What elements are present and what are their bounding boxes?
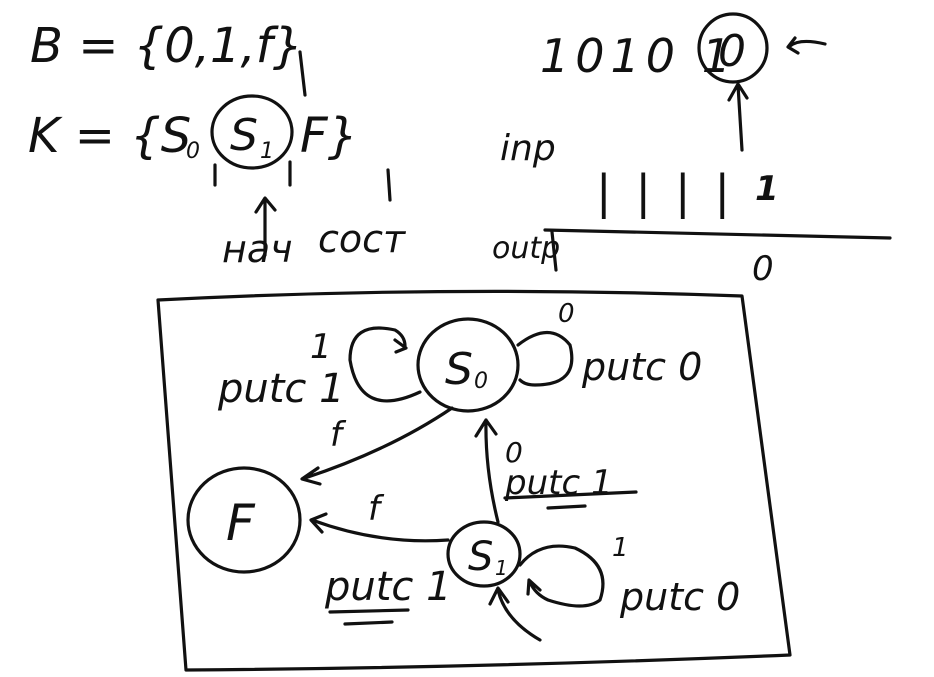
edge-s1-self-loop [518, 544, 605, 608]
edge-s1-s0-input: 0 [505, 436, 523, 469]
edge-s0-to-f [300, 406, 454, 486]
edge-s0-self-loop-0 [516, 331, 574, 387]
tape-head-circle [697, 12, 769, 84]
set-k-underline-ticks [213, 160, 392, 202]
set-k-s1-subscript: 1 [260, 139, 274, 164]
edge-s0-self-loop-1 [348, 326, 422, 403]
set-k-s1-text: S [230, 110, 258, 161]
state-s0-circle [416, 317, 520, 413]
input-one: 1 [755, 169, 779, 209]
state-s1-circle [446, 520, 522, 588]
state-f-circle [186, 466, 302, 574]
set-k-end-text: F} [300, 108, 358, 164]
state-s1-subscript: 1 [495, 556, 508, 580]
tape-divider-line [543, 228, 892, 240]
initial-state-arrow [254, 196, 277, 257]
diagram-frame [156, 289, 792, 672]
edge-s1-to-s0 [474, 418, 500, 524]
edge-s0-f-input: f [330, 415, 347, 455]
edge-s1-to-f [309, 512, 450, 543]
output-zero: 0 [752, 249, 774, 289]
edge-s1-s0-underline [503, 490, 638, 510]
set-k-text: K = {S [28, 108, 191, 164]
edge-s0-self0-input: 0 [558, 299, 575, 329]
edge-s0-self0-action: putc 0 [581, 345, 702, 389]
tape-pointer-arrow [786, 36, 827, 55]
state-s1-label: S [468, 534, 493, 580]
edge-s1-f-input: f [368, 489, 385, 529]
edge-start-to-s1 [488, 586, 542, 642]
edge-s1-self-input: 1 [612, 533, 629, 563]
input-label: inp [500, 128, 556, 169]
tape-divider-stub [550, 230, 558, 272]
edge-s1-f-underline [328, 608, 410, 626]
state-label: сост [318, 217, 407, 261]
set-b-text: B = {0,1,f} [30, 18, 303, 74]
edge-s1-self-action: putc 0 [619, 575, 740, 619]
state-s1: S 1 [446, 520, 522, 588]
input-cells: |||| [596, 165, 754, 220]
state-f: F [186, 466, 302, 574]
edge-s0-self1-input: 1 [310, 327, 332, 367]
set-k-s1-circle [210, 94, 294, 170]
output-label: outp [492, 231, 560, 266]
state-s0: S 0 [416, 317, 520, 413]
head-up-arrow [727, 82, 749, 152]
edge-s1-f-action: putc 1 [324, 564, 452, 610]
tape-cells: 1010 1 [540, 29, 737, 83]
set-k-s0-subscript: 0 [186, 139, 200, 164]
set-b-tick [298, 50, 307, 97]
state-s0-label: S [445, 344, 473, 395]
state-s0-subscript: 0 [474, 369, 488, 394]
tape-head-symbol: 0 [718, 26, 746, 77]
initial-label: нач [222, 227, 293, 271]
edge-s0-self1-action: putc 1 [217, 366, 345, 412]
state-f-label: F [226, 494, 256, 552]
